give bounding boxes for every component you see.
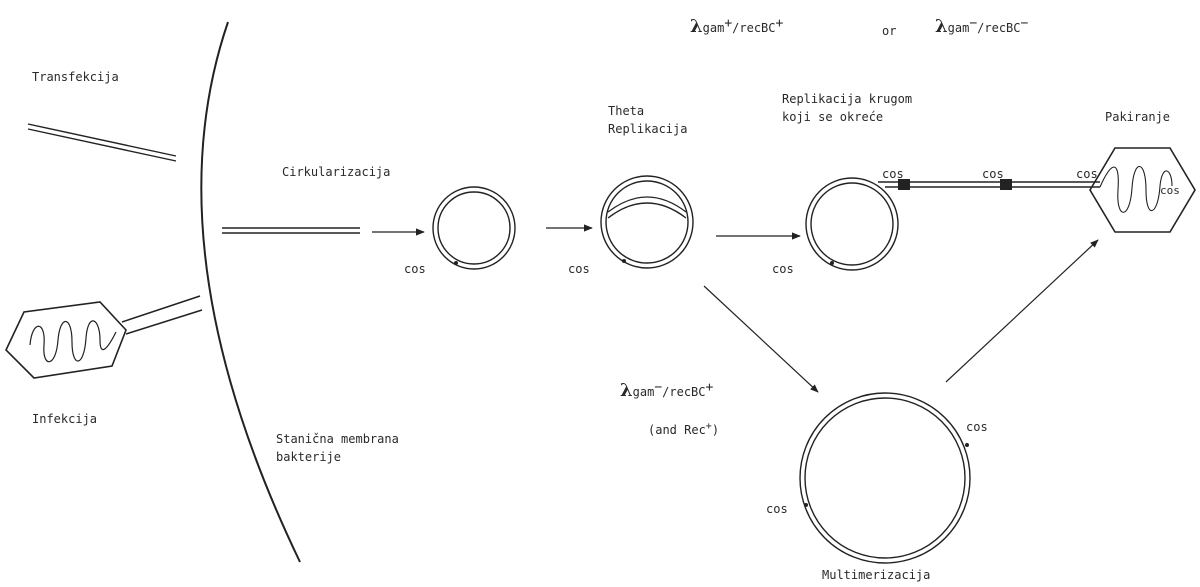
label-rolling-1: Replikacija krugom <box>782 92 912 106</box>
label-circularization: Cirkularizacija <box>282 165 390 179</box>
arrow-multimer-to-packaging <box>946 240 1098 382</box>
cos-label-head: cos <box>1076 167 1098 181</box>
cos-label-multimer-left: cos <box>766 502 788 516</box>
cos-label-rolling: cos <box>772 262 794 276</box>
phage-dna-coil <box>30 321 116 362</box>
genotype-top-left: λgam+/recBC+ <box>690 16 783 37</box>
cos-label-head-inner: cos <box>1160 184 1180 198</box>
cos-label-circle1: cos <box>404 262 426 276</box>
linear-dna <box>222 228 360 233</box>
circular-dna-1 <box>433 187 515 269</box>
label-transfection: Transfekcija <box>32 70 119 84</box>
transfection-dna <box>28 124 176 161</box>
label-theta-2: Replikacija <box>608 122 687 136</box>
rolling-circle-dna <box>806 178 1100 270</box>
theta-replication-dna <box>601 176 693 268</box>
cos-label-theta: cos <box>568 262 590 276</box>
and-rec-label: (and Rec+) <box>648 420 719 437</box>
label-membrane-2: bakterije <box>276 450 341 464</box>
label-theta-1: Theta <box>608 104 644 118</box>
cos-label-tail-a: cos <box>882 167 904 181</box>
genotype-top-right: λgam−/recBC− <box>935 16 1028 37</box>
label-packaging: Pakiranje <box>1105 110 1170 124</box>
label-membrane-1: Stanična membrana <box>276 432 399 446</box>
cos-label-tail-b: cos <box>982 167 1004 181</box>
phage-particle <box>6 296 202 378</box>
bacterial-membrane <box>201 22 300 562</box>
genotype-or: or <box>882 24 896 38</box>
multimer-dna <box>800 393 970 563</box>
cos-label-multimer-right: cos <box>966 420 988 434</box>
label-rolling-2: koji se okreće <box>782 110 883 124</box>
arrow-to-multimerization <box>704 286 818 392</box>
label-infection: Infekcija <box>32 412 97 426</box>
genotype-middle: λgam−/recBC+ <box>620 380 713 401</box>
label-multimerization: Multimerizacija <box>822 568 930 582</box>
